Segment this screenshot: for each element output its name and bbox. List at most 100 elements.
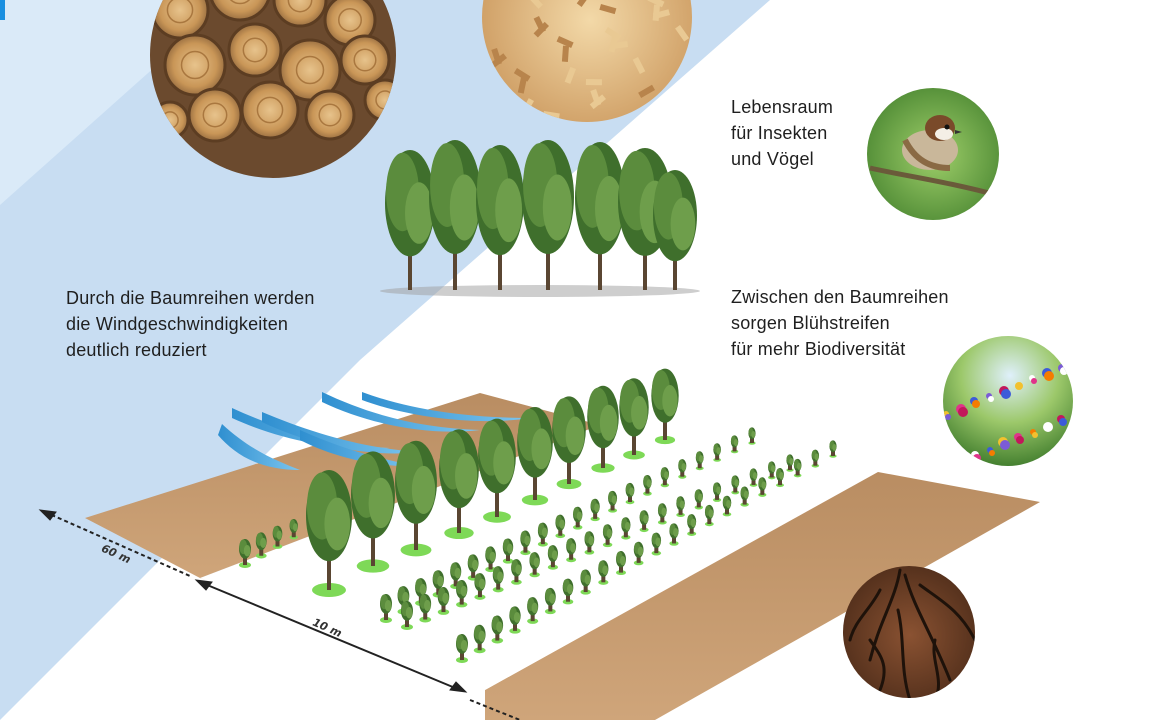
sapling-patch <box>621 534 631 540</box>
sapling <box>829 440 837 456</box>
sapling <box>537 522 548 545</box>
sapling <box>456 580 468 605</box>
sapling <box>474 573 486 598</box>
flower <box>1043 422 1053 432</box>
sapling <box>255 532 267 556</box>
wood-chip <box>513 68 531 82</box>
flower <box>957 458 967 466</box>
sapling <box>289 519 298 538</box>
wind-reduction-caption: Durch die Baumreihen werden die Windgesc… <box>66 288 315 360</box>
wood-chip <box>632 56 646 74</box>
sapling <box>509 606 521 631</box>
wildflower-photo <box>943 336 1073 466</box>
sapling <box>669 523 679 544</box>
sapling <box>660 467 670 486</box>
sapling <box>639 510 649 530</box>
sapling <box>740 486 749 505</box>
wood-chip <box>585 79 602 86</box>
sapling <box>590 498 600 519</box>
sapling <box>467 554 479 578</box>
log-end <box>304 89 356 141</box>
group-tree <box>429 140 481 290</box>
sapling <box>749 468 758 485</box>
sapling <box>786 454 794 470</box>
sapling <box>547 545 558 568</box>
sapling <box>566 538 577 560</box>
bird-photo <box>867 88 999 220</box>
tree-row <box>306 368 679 590</box>
flower <box>1015 382 1023 390</box>
flower <box>972 400 980 408</box>
tree-group-illustration <box>380 140 700 297</box>
sapling <box>695 451 704 469</box>
sapling <box>608 490 618 511</box>
tall-tree <box>439 429 479 533</box>
tall-tree <box>517 407 553 500</box>
flower <box>973 454 981 462</box>
sapling <box>657 503 667 523</box>
sapling <box>598 560 609 583</box>
sapling <box>419 594 432 620</box>
sapling <box>584 531 595 553</box>
sapling <box>625 482 635 502</box>
sapling <box>678 459 687 477</box>
sapling <box>437 587 450 613</box>
wood-chip <box>608 35 619 53</box>
sapling <box>456 634 468 660</box>
sapling <box>511 559 522 583</box>
log-end <box>240 80 300 140</box>
sapling-patch <box>590 516 600 522</box>
tall-tree <box>478 418 516 517</box>
wood-chip <box>533 15 547 34</box>
sapling-patch <box>651 550 662 556</box>
flower <box>955 455 965 465</box>
wood-chip <box>590 89 602 107</box>
group-tree <box>385 150 435 290</box>
wood-chip <box>647 0 665 8</box>
tall-tree <box>651 368 679 440</box>
flower <box>1060 367 1068 375</box>
group-tree <box>522 140 574 290</box>
wood-chip <box>599 3 617 15</box>
sapling <box>485 546 496 570</box>
flower <box>1031 378 1037 384</box>
sapling-patch <box>678 474 687 479</box>
group-tree <box>653 170 697 290</box>
sapling <box>529 552 540 575</box>
wood-chip <box>517 76 528 94</box>
sapling <box>544 587 556 612</box>
sapling <box>239 539 251 565</box>
wood-chip <box>561 45 569 62</box>
sapling <box>768 461 776 478</box>
wood-chip <box>663 107 675 122</box>
tall-tree <box>306 469 352 590</box>
sapling <box>722 495 732 515</box>
wood-chip <box>564 66 577 84</box>
sapling-patch <box>758 492 767 497</box>
sapling <box>687 514 697 534</box>
log-end <box>187 87 243 143</box>
sapling <box>572 506 583 528</box>
sapling <box>272 525 283 547</box>
wood-chip <box>638 84 655 98</box>
roots-photo <box>843 566 975 698</box>
dimension-lines <box>38 509 521 720</box>
wood-chip <box>675 25 690 42</box>
flower-strip-saplings <box>239 427 837 663</box>
sapling <box>748 427 756 443</box>
sapling-patch <box>537 541 548 547</box>
sapling <box>712 482 722 500</box>
sapling <box>580 569 591 592</box>
wood-chip <box>556 35 574 48</box>
sapling <box>643 475 652 494</box>
sapling <box>380 594 392 620</box>
sapling <box>450 562 462 587</box>
sapling <box>492 566 504 590</box>
log-end <box>208 0 272 22</box>
flower <box>945 414 951 420</box>
flower <box>1059 418 1067 426</box>
wood-chip <box>652 4 660 21</box>
sapling <box>616 551 626 573</box>
sapling <box>602 524 613 545</box>
sapling-patch <box>602 542 613 548</box>
